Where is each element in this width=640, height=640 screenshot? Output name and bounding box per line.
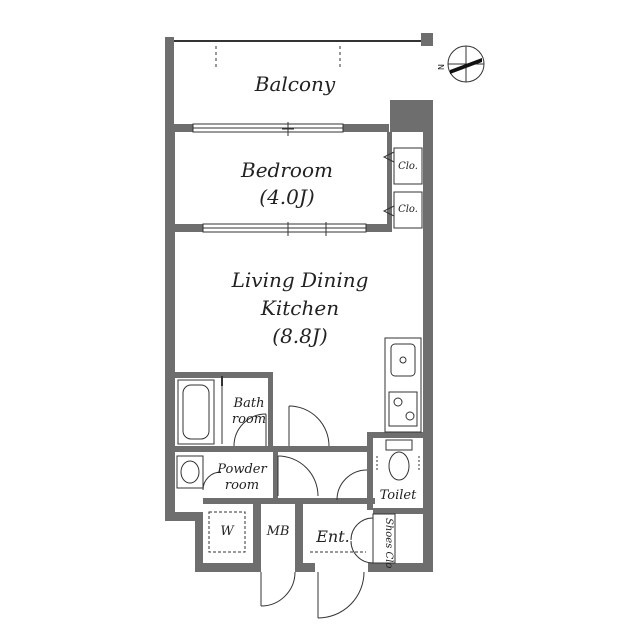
wall-powder-right [273,452,278,500]
meter-box-door-swing [260,571,296,607]
sink-drain [399,356,407,364]
bathtub [177,379,215,445]
label-bath-line1: Bath [233,396,265,411]
fixtures [174,40,423,619]
stove [388,391,418,427]
wall-hall-top [271,446,369,452]
label-bedroom: Bedroom [241,158,333,182]
label-entrance: Ent. [316,527,350,546]
powder-door-swing [277,455,319,497]
balcony-wall [165,37,174,131]
wall-bath-top [175,372,271,378]
label-ldk-line2: Kitchen [260,296,340,320]
wall-powder-bottom [203,498,375,504]
label-bedroom-size: (4.0J) [259,185,315,209]
entrance-door-swing [317,571,365,619]
label-powder-line1: Powder [217,462,267,477]
wall-bottom-b [295,563,315,572]
bathtub-basin [182,384,210,440]
wall-mb-left [253,504,261,572]
ldk-door-swing [288,405,330,447]
closet-door-swing [382,205,395,217]
wall-bottom-left-step [165,512,200,521]
washer-pan [208,511,246,553]
label-washer: W [220,524,234,539]
shoes-closet [372,513,396,564]
shoes-closet-door-swing [350,540,374,564]
label-closet-upper: Clo. [398,161,418,172]
toilet-bowl [388,451,410,481]
wall-right [423,100,433,572]
label-balcony: Balcony [254,72,336,96]
bath-door-swing [233,413,267,447]
closet-upper [393,147,423,185]
powder-door-swing [202,471,222,491]
closet-door-swing [382,151,395,163]
toilet-door-swing [336,469,368,501]
stove-burner [393,397,403,407]
label-closet-lower: Clo. [398,204,418,215]
wall-bath-powder [175,446,273,452]
closet-lower [393,191,423,229]
wall-toilet-top [367,432,423,438]
wall-bottom-left-drop [195,512,203,572]
label-bath-line2: room [231,412,267,427]
label-meter-box: MB [266,524,290,539]
wall-bath-right [268,372,273,448]
label-toilet: Toilet [379,488,417,503]
washbasin [180,460,200,484]
label-shoes-closet: Shoes Clo [383,518,394,569]
wall-toilet-left [367,432,373,510]
kitchen-counter [384,337,422,433]
compass-north-label: N [437,64,446,70]
label-ldk-size: (8.8J) [272,324,328,348]
wall-bottom-c [368,563,433,572]
shoes-closet-door-swing [350,517,374,541]
label-ldk-line1: Living Dining [231,268,369,292]
stove-burner [405,411,415,421]
compass: N [437,45,485,83]
wall-left [165,124,175,521]
balcony-post [421,33,433,46]
wall-toilet-bottom [373,508,423,514]
compass-needle [450,58,482,74]
washbasin-counter [176,455,204,489]
wall-mb-right [295,504,303,572]
wall-closet [387,132,392,232]
wall-bottom-a [195,563,257,572]
label-powder-line2: room [224,478,260,493]
toilet-tank [385,439,413,451]
kitchen-sink [390,343,416,377]
